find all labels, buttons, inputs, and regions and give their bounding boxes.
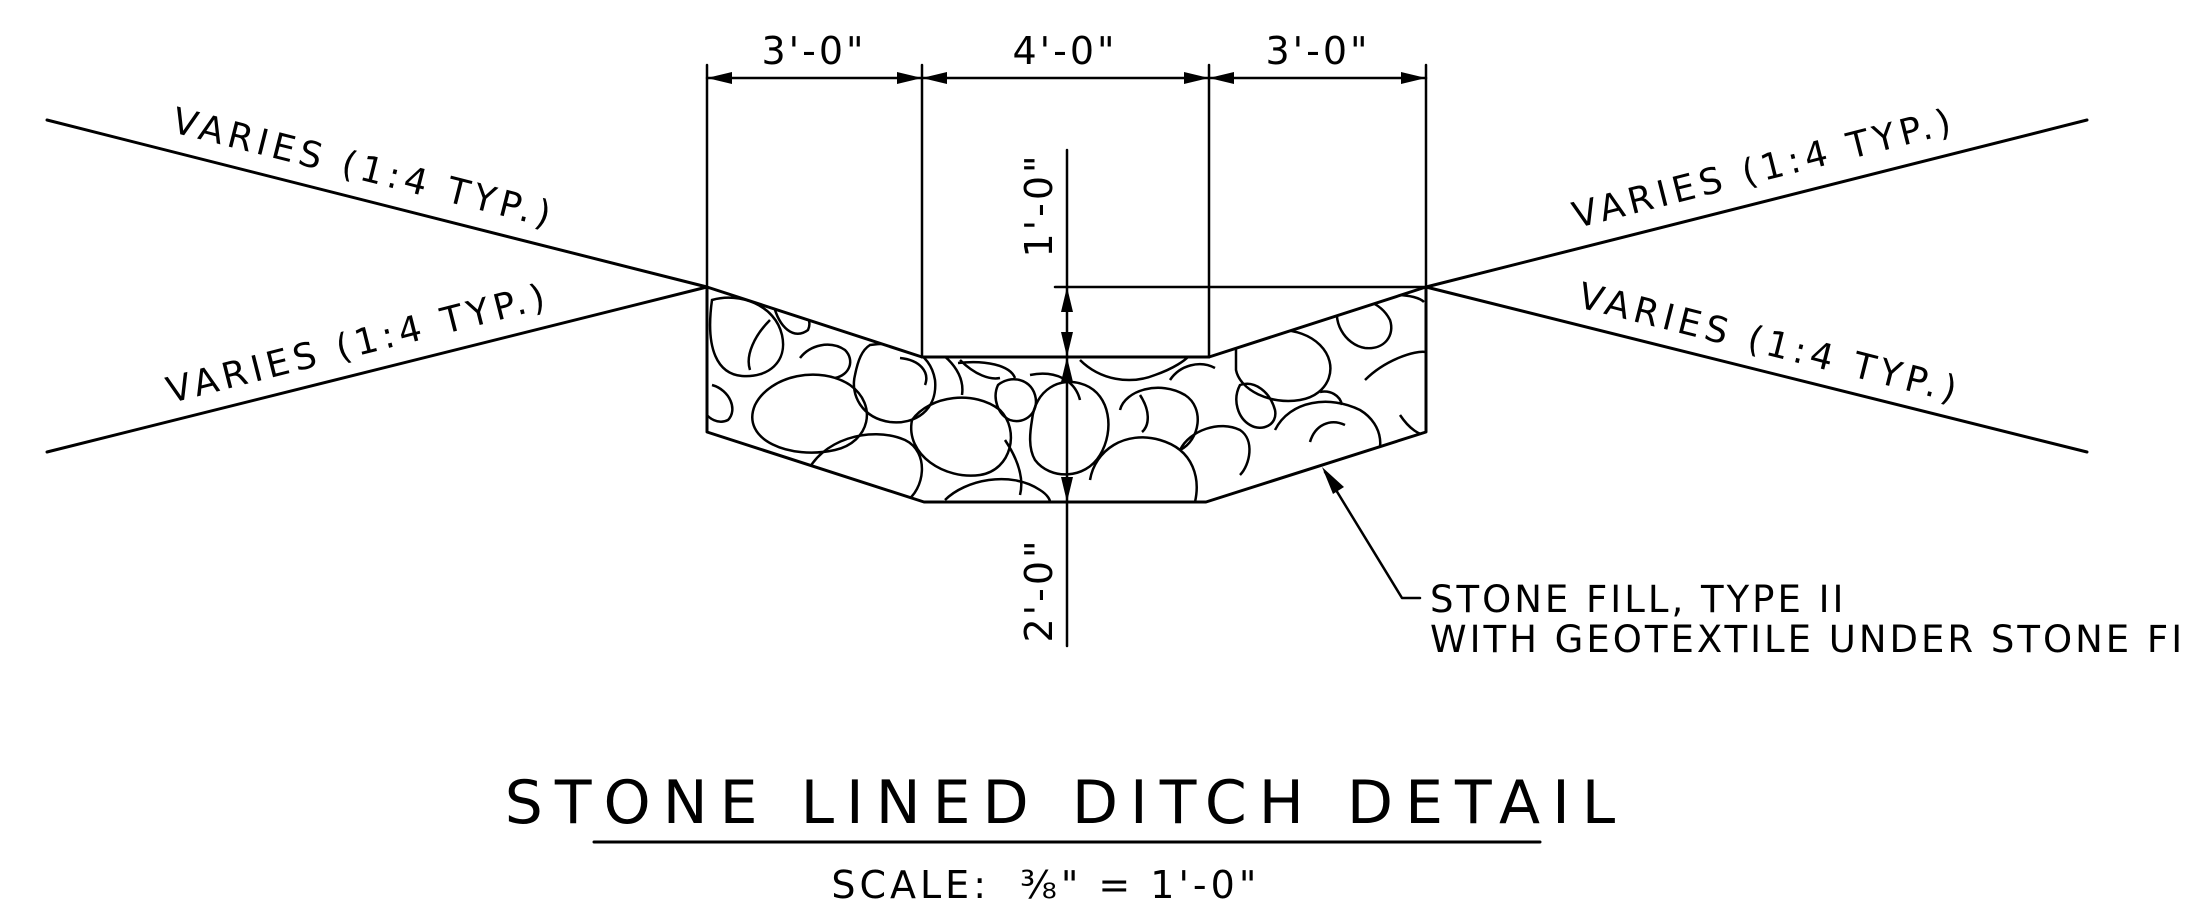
slope-label-upper-right: VARIES (1:4 TYP.) [1568,101,1960,237]
dim-arrow [1061,477,1073,502]
lower-right-slope-line [1424,285,2089,454]
lower-left-slope-line [45,285,709,454]
dim-arrow [707,72,732,84]
leader-arrow [1322,467,1344,494]
leader-line [1323,470,1422,600]
dim-left-side-width: 3'-0" [762,29,867,73]
upper-left-slope-line [45,118,709,289]
callout-line-2: WITH GEOTEXTILE UNDER STONE FILL [1430,618,2186,661]
vertical-dimensions: 1'-0" 2'-0" [1017,148,1428,648]
dim-arrow [1061,357,1073,382]
dim-arrow [922,72,947,84]
slope-lines [45,118,2089,454]
dim-arrow [1061,332,1073,357]
callout-line-1: STONE FILL, TYPE II [1430,578,1846,621]
stone-fill-section [705,285,1428,504]
stone-fill-callout: STONE FILL, TYPE II WITH GEOTEXTILE UNDE… [1322,467,2186,661]
slope-labels: VARIES (1:4 TYP.) VARIES (1:4 TYP.) VARI… [162,101,1965,412]
slope-label-lower-left: VARIES (1:4 TYP.) [162,276,554,412]
dim-arrow [1184,72,1209,84]
upper-right-slope-line [1424,118,2089,289]
slope-label-upper-left: VARIES (1:4 TYP.) [168,101,560,237]
dim-right-side-width: 3'-0" [1266,29,1371,73]
slope-label-lower-right: VARIES (1:4 TYP.) [1574,276,1966,412]
drawing-title: STONE LINED DITCH DETAIL [505,768,1627,838]
dim-arrow [1209,72,1234,84]
horizontal-dimensions: 3'-0" 4'-0" 3'-0" [705,29,1428,359]
title-block: STONE LINED DITCH DETAIL SCALE: ⅜" = 1'-… [505,768,1627,907]
dim-arrow [1061,287,1073,312]
dim-arrow [897,72,922,84]
dim-ditch-depth: 1'-0" [1017,153,1061,258]
scale-label: SCALE: [831,863,990,907]
dim-bottom-width: 4'-0" [1013,29,1118,73]
stone-pattern [707,293,1426,502]
scale-value: ⅜" = 1'-0" [1020,863,1260,907]
dim-stone-thickness: 2'-0" [1017,538,1061,643]
dim-arrow [1401,72,1426,84]
